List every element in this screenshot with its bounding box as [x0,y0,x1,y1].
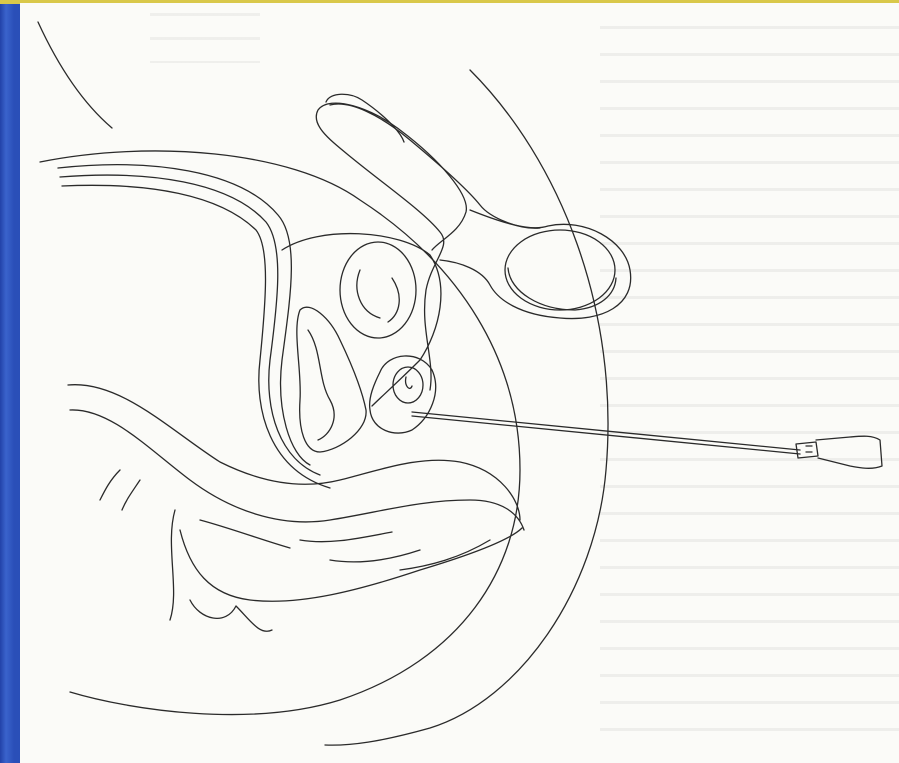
bladder-lumen-inner [357,270,399,322]
rectum-lower-wall [70,410,524,530]
rectal-mucosa-folds [200,520,490,570]
syringe-barrel [816,436,882,468]
testis [505,230,615,310]
testis-tunica [508,268,616,310]
bladder-outline [282,234,441,406]
syringe-tip [806,446,812,452]
bladder-lumen [340,242,416,338]
penis-shaft-upper [316,103,466,390]
biopsy-needle [412,412,800,450]
peritoneal-layer-3 [62,185,330,488]
biopsy-needle-edge [412,416,800,454]
perineum-lines [170,510,272,631]
glans [326,94,404,142]
seminal-vesicle-fold [308,330,334,440]
prostate-target-inner [406,377,412,388]
body-outline-upper [38,22,112,128]
scrotum-outline [440,210,631,319]
peritoneal-layer-1 [58,165,310,465]
rectum-upper-wall [68,385,520,520]
sacral-lines [100,470,140,510]
body-outline-outer-curve [325,70,608,745]
